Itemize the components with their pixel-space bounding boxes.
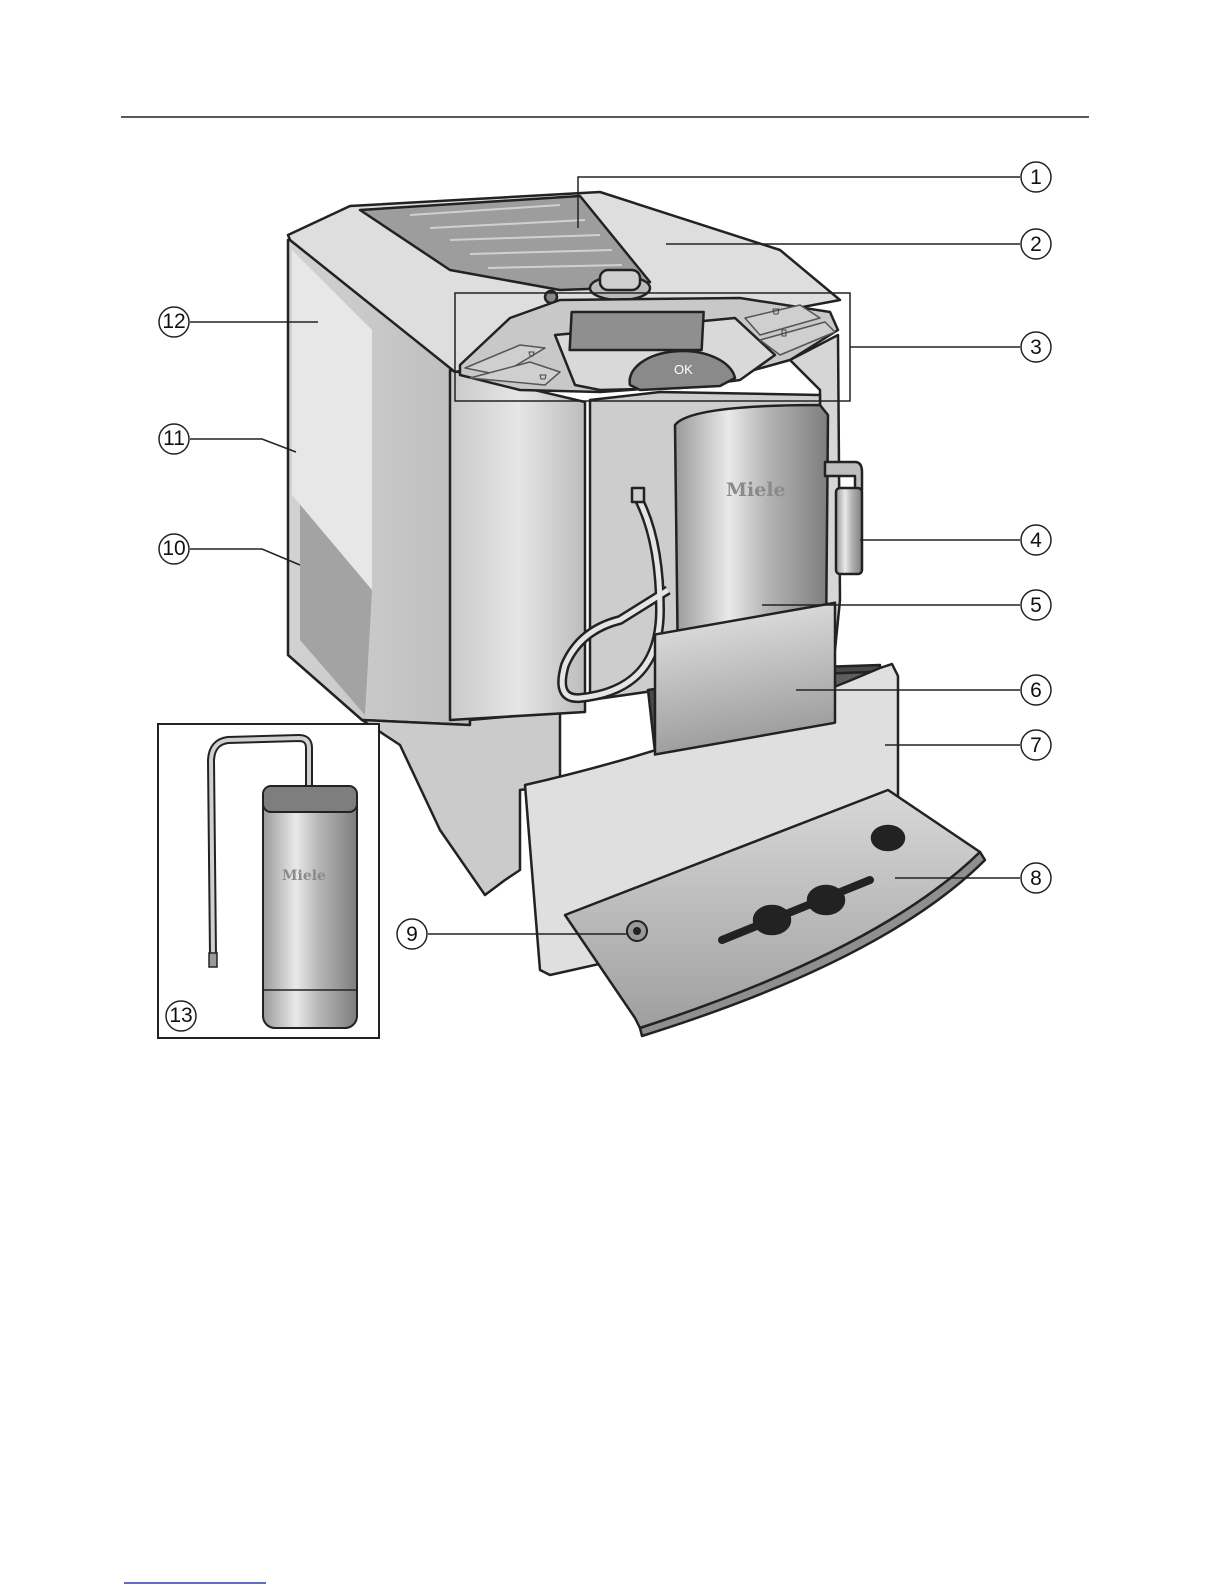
svg-text:2: 2 [1030, 233, 1042, 256]
callout-1: 1 [1021, 162, 1051, 192]
ok-label: OK [674, 362, 693, 377]
flask-lid [263, 786, 357, 812]
machine-logo: Miele [726, 479, 786, 501]
hot-water-nozzle [836, 488, 862, 574]
callout-10: 10 [159, 534, 189, 564]
callout-3: 3 [1021, 332, 1051, 362]
svg-text:11: 11 [163, 427, 185, 450]
coffee-machine: OK Miele [288, 192, 985, 1036]
callout-7: 7 [1021, 730, 1051, 760]
callout-line-10 [190, 549, 300, 565]
svg-text:10: 10 [162, 537, 185, 560]
svg-text:8: 8 [1030, 867, 1042, 890]
flask-logo: Miele [282, 868, 326, 884]
svg-text:12: 12 [162, 310, 185, 333]
callout-8: 8 [1021, 863, 1051, 893]
flask-body [263, 786, 357, 1028]
callout-2: 2 [1021, 229, 1051, 259]
svg-text:3: 3 [1030, 336, 1042, 359]
tray-hole [872, 826, 904, 850]
svg-text:4: 4 [1030, 529, 1042, 552]
flask-tube-tip [209, 953, 217, 967]
svg-text:1: 1 [1030, 166, 1042, 189]
svg-text:5: 5 [1030, 594, 1042, 617]
callout-12: 12 [159, 307, 189, 337]
svg-text:6: 6 [1030, 679, 1042, 702]
milk-flask-inset: Miele [158, 724, 379, 1038]
display-screen [570, 312, 704, 350]
tube-connector [632, 488, 644, 502]
callout-13: 13 [166, 1001, 196, 1031]
svg-text:13: 13 [169, 1004, 192, 1027]
callout-9: 9 [397, 919, 427, 949]
callout-line-11 [190, 439, 296, 452]
callout-6: 6 [1021, 675, 1051, 705]
svg-text:9: 9 [406, 923, 418, 946]
callout-4: 4 [1021, 525, 1051, 555]
grinder-knob-cap [600, 270, 640, 290]
svg-text:7: 7 [1030, 734, 1042, 757]
callout-5: 5 [1021, 590, 1051, 620]
callout-11: 11 [159, 424, 189, 454]
